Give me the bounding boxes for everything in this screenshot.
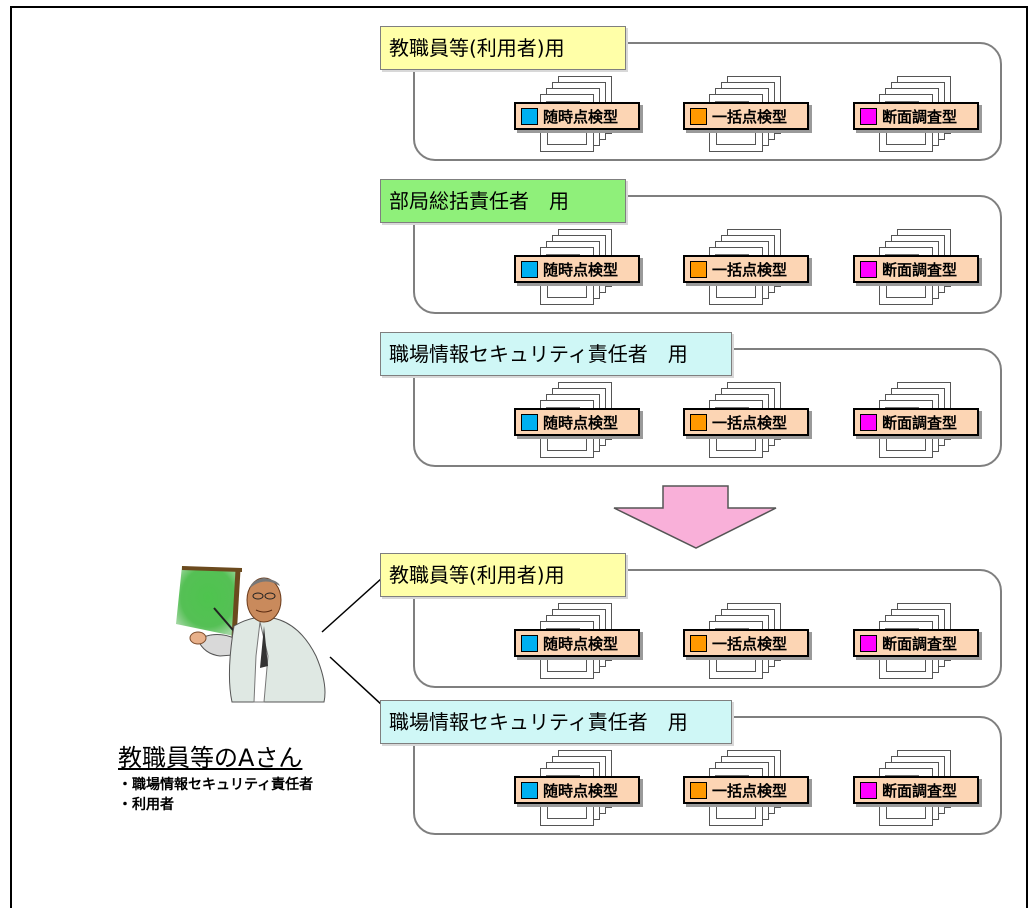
type-tag-label: 随時点検型 — [543, 634, 619, 653]
group-label-user: 教職員等(利用者)用 — [380, 26, 626, 70]
type-tag-label: 一括点検型 — [712, 260, 788, 279]
form-item: 随時点検型 — [514, 382, 640, 464]
type-tag-label: 随時点検型 — [543, 260, 619, 279]
person-role-security-manager: ・職場情報セキュリティ責任者 — [118, 777, 314, 793]
ad-hoc-check-tag: 随時点検型 — [514, 629, 640, 657]
cross-section-tag: 断面調査型 — [853, 776, 979, 804]
type-tag-label: 断面調査型 — [882, 107, 958, 126]
form-item: 一括点検型 — [683, 76, 809, 158]
form-item: 一括点検型 — [683, 750, 809, 832]
color-swatch-icon — [690, 260, 707, 278]
form-item: 随時点検型 — [514, 76, 640, 158]
color-swatch-icon — [521, 634, 538, 652]
color-swatch-icon — [860, 634, 877, 652]
color-swatch-icon — [521, 781, 538, 799]
type-tag-label: 断面調査型 — [882, 260, 958, 279]
type-tag-label: 一括点検型 — [712, 107, 788, 126]
type-tag-label: 断面調査型 — [882, 413, 958, 432]
person-name: 教職員等のAさん — [118, 744, 303, 772]
color-swatch-icon — [521, 413, 538, 431]
type-tag-label: 随時点検型 — [543, 413, 619, 432]
color-swatch-icon — [690, 107, 707, 125]
color-swatch-icon — [860, 260, 877, 278]
form-item: 随時点検型 — [514, 229, 640, 311]
type-tag-label: 一括点検型 — [712, 634, 788, 653]
form-item: 断面調査型 — [853, 603, 979, 685]
ad-hoc-check-tag: 随時点検型 — [514, 408, 640, 436]
form-item: 一括点検型 — [683, 229, 809, 311]
down-arrow — [613, 485, 777, 549]
type-tag-label: 断面調査型 — [882, 634, 958, 653]
group-label-security-manager: 職場情報セキュリティ責任者 用 — [380, 700, 732, 744]
group-label-security-manager: 職場情報セキュリティ責任者 用 — [380, 332, 732, 376]
type-tag-label: 一括点検型 — [712, 413, 788, 432]
group-label-user: 教職員等(利用者)用 — [380, 553, 626, 597]
color-swatch-icon — [690, 781, 707, 799]
color-swatch-icon — [860, 107, 877, 125]
color-swatch-icon — [521, 107, 538, 125]
color-swatch-icon — [860, 413, 877, 431]
cross-section-tag: 断面調査型 — [853, 629, 979, 657]
color-swatch-icon — [690, 413, 707, 431]
form-item: 随時点検型 — [514, 603, 640, 685]
person-caption: 教職員等のAさん ・職場情報セキュリティ責任者 ・利用者 — [118, 738, 313, 815]
batch-check-tag: 一括点検型 — [683, 408, 809, 436]
ad-hoc-check-tag: 随時点検型 — [514, 255, 640, 283]
diagram-frame — [10, 6, 1028, 908]
type-tag-label: 一括点検型 — [712, 781, 788, 800]
form-item: 一括点検型 — [683, 603, 809, 685]
cross-section-tag: 断面調査型 — [853, 408, 979, 436]
form-item: 一括点検型 — [683, 382, 809, 464]
batch-check-tag: 一括点検型 — [683, 255, 809, 283]
cross-section-tag: 断面調査型 — [853, 255, 979, 283]
type-tag-label: 随時点検型 — [543, 781, 619, 800]
person-role-user: ・利用者 — [118, 797, 174, 813]
cross-section-tag: 断面調査型 — [853, 102, 979, 130]
form-item: 断面調査型 — [853, 76, 979, 158]
type-tag-label: 随時点検型 — [543, 107, 619, 126]
type-tag-label: 断面調査型 — [882, 781, 958, 800]
color-swatch-icon — [690, 634, 707, 652]
color-swatch-icon — [521, 260, 538, 278]
ad-hoc-check-tag: 随時点検型 — [514, 776, 640, 804]
form-item: 断面調査型 — [853, 229, 979, 311]
batch-check-tag: 一括点検型 — [683, 102, 809, 130]
batch-check-tag: 一括点検型 — [683, 629, 809, 657]
batch-check-tag: 一括点検型 — [683, 776, 809, 804]
form-item: 断面調査型 — [853, 382, 979, 464]
color-swatch-icon — [860, 781, 877, 799]
group-label-dept-manager: 部局総括責任者 用 — [380, 179, 626, 223]
form-item: 随時点検型 — [514, 750, 640, 832]
presenter-person-image — [176, 566, 326, 703]
ad-hoc-check-tag: 随時点検型 — [514, 102, 640, 130]
form-item: 断面調査型 — [853, 750, 979, 832]
